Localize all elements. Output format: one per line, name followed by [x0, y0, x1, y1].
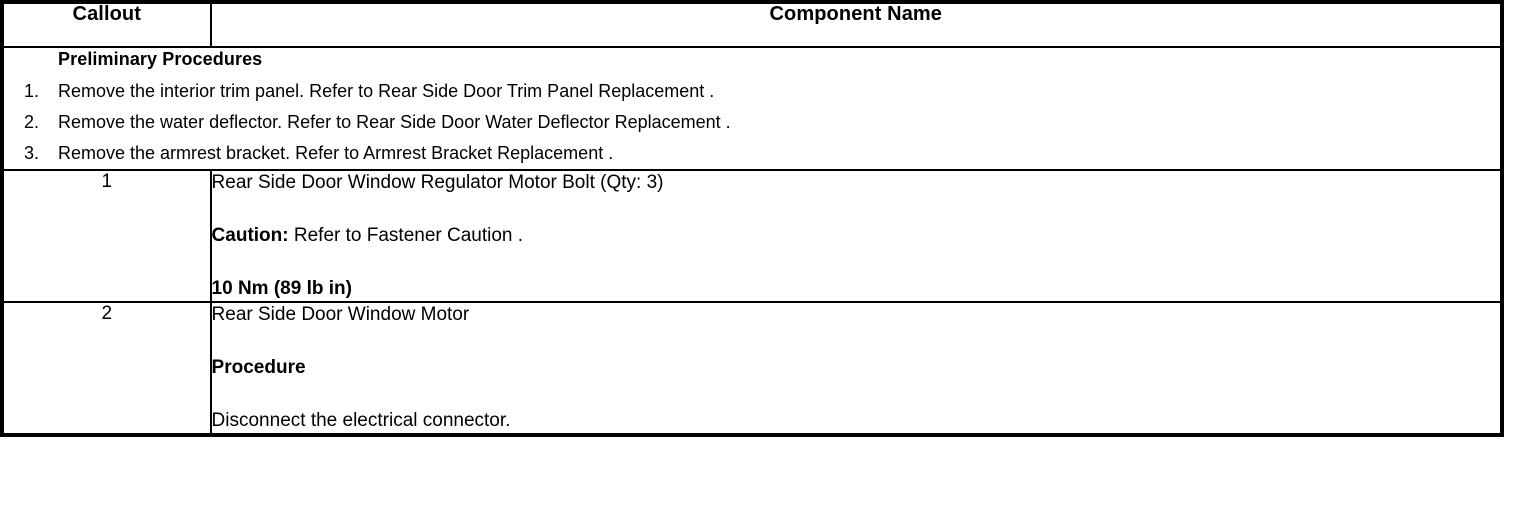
- caution-note-1: Caution: Refer to Fastener Caution .: [212, 224, 1500, 248]
- list-item-text: Remove the interior trim panel. Refer to…: [58, 81, 715, 101]
- list-item-number: 3.: [24, 143, 40, 163]
- table-header: Callout Component Name: [1, 1, 1504, 48]
- procedure-table-container: Callout Component Name Preliminary Proce…: [0, 0, 1504, 437]
- column-header-component-name: Component Name: [209, 1, 1504, 48]
- table-body: Preliminary Procedures 1. Remove the inte…: [1, 46, 1504, 436]
- caution-label: Caution:: [211, 225, 289, 246]
- procedure-text-2: Disconnect the electrical connector.: [211, 410, 511, 431]
- preliminary-steps-list: 1. Remove the interior trim panel. Refer …: [4, 76, 1500, 169]
- list-item: 3. Remove the armrest bracket. Refer to A…: [4, 138, 1500, 169]
- component-cell-2: Rear Side Door Window Motor Procedure Di…: [209, 301, 1504, 436]
- preliminary-procedures-row: Preliminary Procedures 1. Remove the inte…: [1, 46, 1503, 171]
- list-item-number: 1.: [24, 81, 40, 101]
- table-header-row: Callout Component Name: [1, 1, 1504, 48]
- callout-number-1: 1: [1, 169, 212, 303]
- list-item-text: Remove the water deflector. Refer to Rea…: [58, 112, 731, 132]
- preliminary-procedures-title: Preliminary Procedures: [58, 49, 263, 69]
- list-item: 2. Remove the water deflector. Refer to R…: [4, 107, 1500, 138]
- list-item-number: 2.: [24, 112, 40, 132]
- table-row: 2 Rear Side Door Window Motor Procedure …: [1, 301, 1504, 436]
- component-cell-1: Rear Side Door Window Regulator Motor Bo…: [209, 169, 1504, 303]
- preliminary-procedures-cell: Preliminary Procedures 1. Remove the inte…: [1, 46, 1503, 171]
- component-name-1: Rear Side Door Window Regulator Motor Bo…: [211, 172, 664, 193]
- component-name-2: Rear Side Door Window Motor: [211, 304, 470, 325]
- column-header-callout: Callout: [1, 1, 212, 48]
- list-item: 1. Remove the interior trim panel. Refer …: [4, 76, 1500, 107]
- procedure-label-2: Procedure: [211, 357, 306, 378]
- list-item-text: Remove the armrest bracket. Refer to Arm…: [58, 143, 614, 163]
- torque-specification-1: 10 Nm (89 lb in): [211, 278, 352, 299]
- callout-number-2: 2: [1, 301, 212, 436]
- component-callout-table: Callout Component Name Preliminary Proce…: [0, 0, 1504, 437]
- table-row: 1 Rear Side Door Window Regulator Motor …: [1, 169, 1504, 303]
- caution-text: Refer to Fastener Caution .: [288, 225, 524, 246]
